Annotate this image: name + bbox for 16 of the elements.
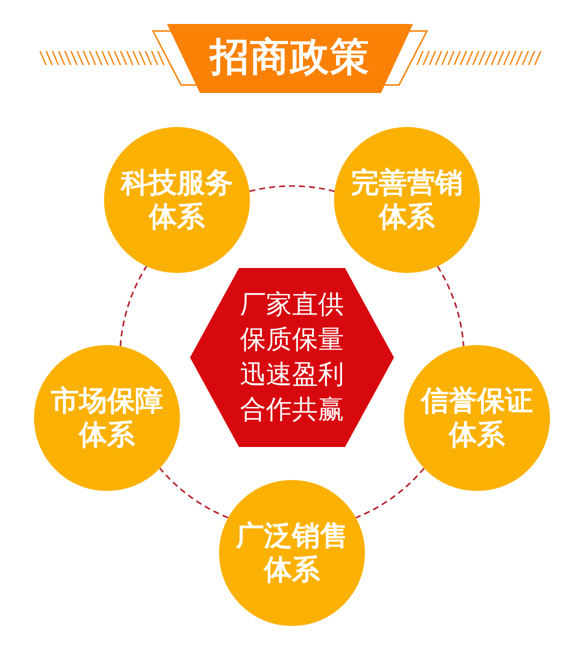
slogan-text: 厂家直供: [240, 288, 344, 322]
dashed-connector: [436, 266, 464, 346]
slogan-text: 合作共赢: [240, 394, 344, 426]
node-label: 完善营销体系: [350, 166, 464, 234]
slogan-text: 迅速盈利: [240, 358, 344, 392]
node-label: 广泛销售体系: [234, 519, 349, 587]
dashed-connector: [120, 266, 148, 346]
dashed-connector: [356, 468, 425, 518]
hexagon-shape: [190, 268, 394, 447]
title: 招商政策: [210, 37, 370, 79]
dashed-connector: [159, 468, 228, 518]
slogan-text: 保质保量: [240, 324, 344, 356]
node-label: 信誉保证体系: [419, 384, 534, 452]
node-label: 市场保障体系: [50, 384, 164, 452]
dashed-connector: [249, 185, 335, 192]
node-label: 科技服务体系: [120, 166, 234, 234]
